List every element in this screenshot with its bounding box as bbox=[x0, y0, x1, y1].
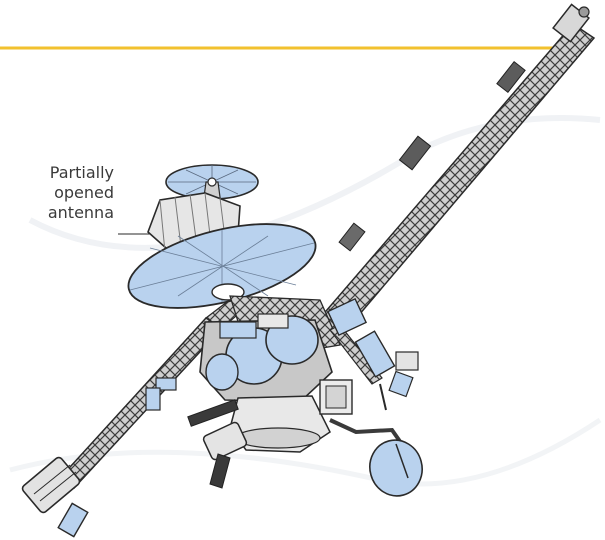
background-swoosh bbox=[30, 118, 600, 248]
relay-antenna bbox=[330, 420, 428, 502]
callout-line-1: Partially bbox=[18, 163, 114, 183]
spacecraft-bus bbox=[200, 314, 332, 402]
magnetometer-boom bbox=[314, 24, 594, 342]
antenna-callout: Partially opened antenna bbox=[18, 163, 114, 223]
callout-line-3: antenna bbox=[18, 203, 114, 223]
callout-line-2: opened bbox=[18, 183, 114, 203]
rtg-radiator-panel bbox=[58, 503, 88, 536]
